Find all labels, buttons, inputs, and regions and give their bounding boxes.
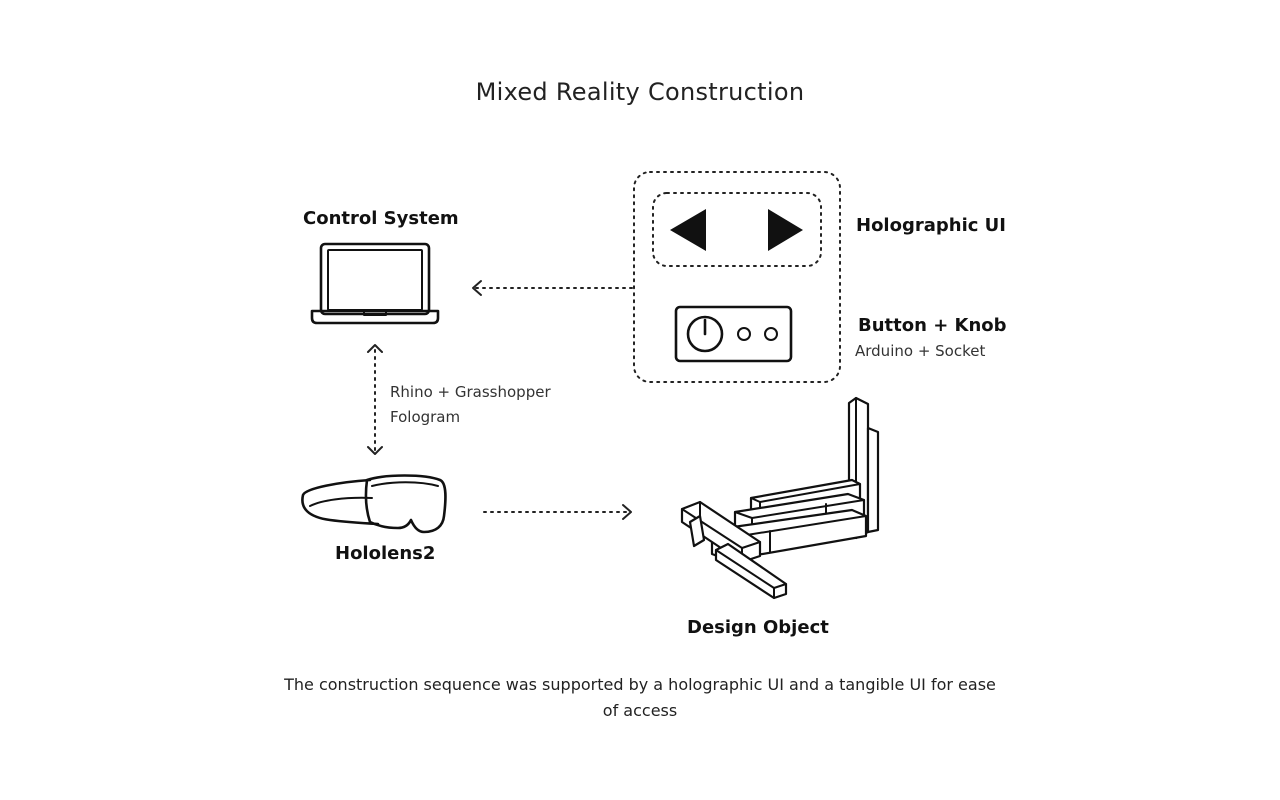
holographic-ui-label: Holographic UI	[856, 215, 1006, 236]
diagram-title: Mixed Reality Construction	[475, 78, 805, 106]
figure-caption: The construction sequence was supported …	[284, 675, 996, 720]
ui-group-frame	[633, 171, 841, 383]
arrow-hololens-to-object	[483, 504, 632, 520]
design-object-label: Design Object	[687, 617, 829, 638]
arrow-ui-to-laptop	[472, 280, 633, 296]
button-knob-sublabel: Arduino + Socket	[855, 342, 986, 360]
edge-label-fologram: Fologram	[390, 408, 461, 426]
headset-icon	[301, 474, 447, 534]
hololens-label: Hololens2	[335, 543, 436, 564]
timber-structure-icon	[680, 396, 880, 600]
button-knob-label: Button + Knob	[858, 315, 1007, 336]
laptop-icon	[310, 242, 440, 325]
control-system-label: Control System	[303, 208, 459, 229]
arrow-laptop-hololens	[367, 344, 383, 455]
control-panel-icon	[674, 305, 793, 363]
edge-label-software: Rhino + Grasshopper	[390, 383, 551, 401]
arrow-controls-icon	[652, 192, 822, 267]
